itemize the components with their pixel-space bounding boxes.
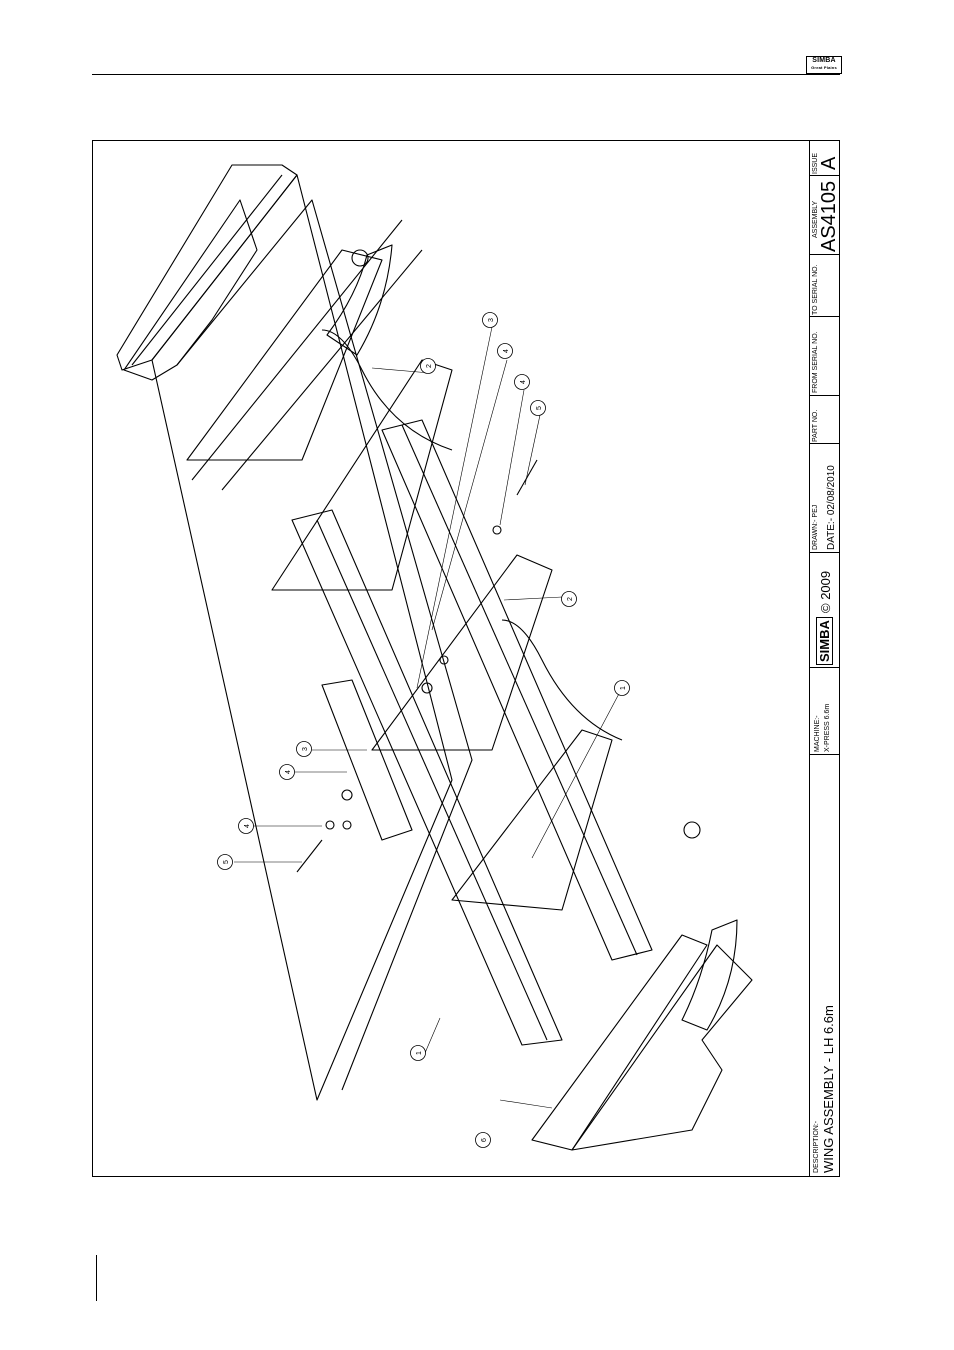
callout-4-right-b: 4	[520, 380, 527, 384]
logo-subtext: Great Plains	[807, 65, 841, 70]
bracket-hole-1	[352, 250, 368, 266]
machine-label: MACHINE:-	[814, 715, 821, 752]
bracket-hole-2	[684, 822, 700, 838]
right-rail-edge	[402, 425, 637, 955]
callout-4-left-b: 4	[244, 824, 251, 828]
title-block: ISSUE A ASSEMBLY AS4105 TO SERIAL NO. FR…	[809, 140, 840, 1177]
callout-5-right: 5	[536, 406, 543, 410]
callout-2-top: 2	[426, 364, 433, 368]
assembly-cell: ASSEMBLY AS4105	[810, 176, 840, 255]
drawing-date: DATE:- 02/08/2010	[826, 465, 837, 550]
machine-name: X-PRESS 6.6m	[824, 704, 831, 752]
header-rule	[92, 74, 840, 75]
issue-value: A	[818, 157, 840, 170]
callout-2-mid: 2	[567, 597, 574, 601]
callout-1-right: 1	[620, 686, 627, 690]
center-rail-edge	[317, 520, 547, 1040]
cross-member-2	[272, 360, 452, 590]
to-serial-label: TO SERIAL NO.	[812, 264, 819, 315]
main-rail-left	[152, 175, 452, 1100]
callout-5-left: 5	[223, 860, 230, 864]
logo-text: SIMBA	[812, 57, 836, 64]
to-serial-cell: TO SERIAL NO.	[810, 255, 840, 317]
from-serial-cell: FROM SERIAL NO.	[810, 317, 840, 396]
callout-6: 6	[481, 1138, 488, 1142]
washer-1	[342, 790, 352, 800]
bolt-left	[297, 840, 322, 872]
drawn-date-cell: DRAWN:- PEJ DATE:- 02/08/2010	[810, 444, 840, 553]
bolt-right	[517, 460, 537, 495]
callout-3-left: 3	[302, 747, 309, 751]
simba-brand: SIMBA	[816, 617, 833, 665]
machine-cell: MACHINE:- X-PRESS 6.6m	[810, 668, 840, 755]
callout-3-right: 3	[488, 318, 495, 322]
top-end-beam	[117, 165, 297, 370]
callout-4-left-a: 4	[285, 770, 292, 774]
cross-member-4	[452, 730, 612, 910]
assembly-drawing-svg: 3 4 4 5 2 2 1 3 4 4 5 1 6	[92, 140, 809, 1177]
cross-member-3	[372, 555, 552, 750]
copyright-year: © 2009	[818, 571, 833, 613]
part-no-cell: PART NO.	[810, 396, 840, 444]
washer-3	[343, 821, 351, 829]
copyright-cell: SIMBA © 2009	[810, 553, 840, 668]
description-cell: DESCRIPTION:- WING ASSEMBLY - LH 6.6m	[810, 755, 840, 1177]
description-label: DESCRIPTION:-	[813, 1121, 820, 1173]
from-serial-label: FROM SERIAL NO.	[812, 331, 819, 393]
lower-plate	[572, 945, 752, 1150]
washer-6	[493, 526, 501, 534]
footer-rule	[96, 1255, 97, 1301]
lower-end-beam	[532, 935, 707, 1150]
assembly-number: AS4105	[818, 181, 840, 252]
main-rail-inner	[177, 200, 472, 1090]
brand-logo: SIMBA Great Plains	[806, 56, 842, 74]
drawn-by: DRAWN:- PEJ	[812, 505, 819, 550]
rail-line-a	[192, 220, 402, 480]
part-no-label: PART NO.	[812, 410, 819, 442]
top-end-beam-edge	[132, 175, 282, 365]
washer-2	[326, 821, 334, 829]
issue-cell: ISSUE A	[810, 140, 840, 176]
callout-1-left: 1	[416, 1051, 423, 1055]
description-text: WING ASSEMBLY - LH 6.6m	[821, 1005, 836, 1173]
callout-4-right-a: 4	[503, 349, 510, 353]
upper-plate	[124, 200, 257, 380]
lower-bracket	[682, 920, 737, 1030]
assembly-drawing: 3 4 4 5 2 2 1 3 4 4 5 1 6	[92, 140, 809, 1177]
